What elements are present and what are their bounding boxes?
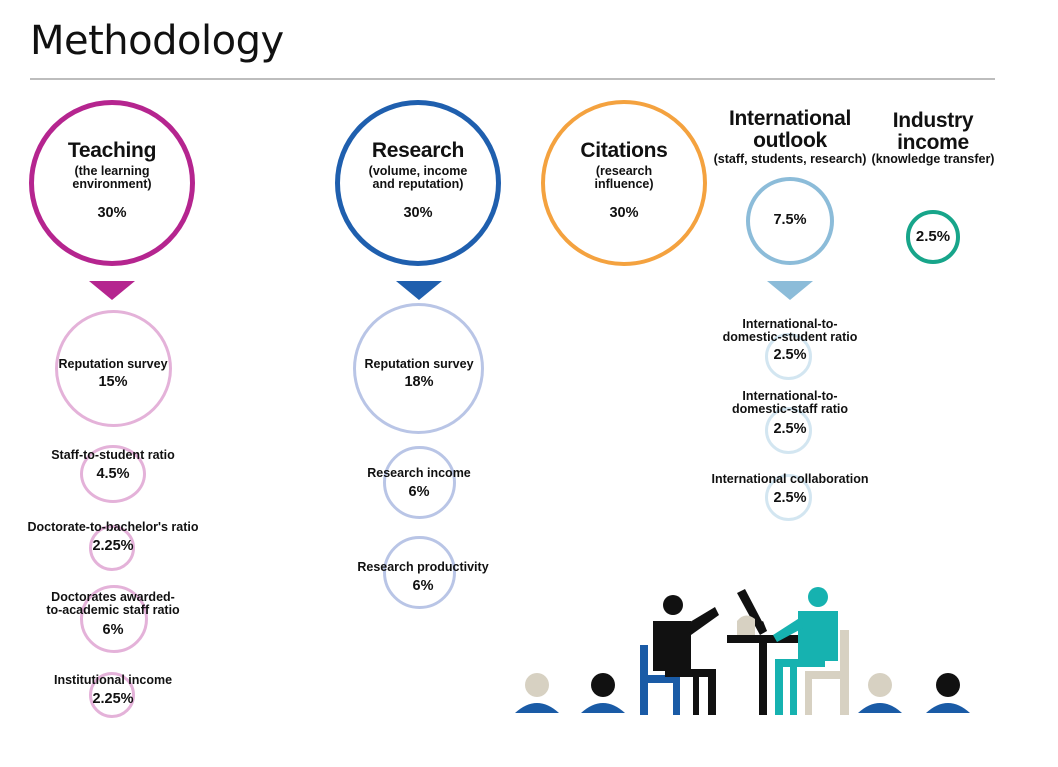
international-weight: 7.5%: [773, 212, 807, 228]
teaching-weight: 30%: [97, 205, 127, 221]
citations-title: Citations: [580, 139, 668, 162]
teaching-circle: [29, 100, 195, 266]
teaching-metric-weight: 2.25%: [92, 538, 134, 554]
international-title: International outlook: [728, 107, 852, 153]
research-arrow-icon: [396, 281, 442, 300]
teaching-metric-weight: 4.5%: [96, 466, 130, 482]
industry-weight: 2.5%: [915, 228, 951, 245]
international-metric-weight: 2.5%: [773, 347, 807, 363]
international-metric-label: International-to- domestic-student ratio: [722, 317, 858, 345]
industry-description: (knowledge transfer): [871, 152, 995, 166]
research-metric-label: Research productivity: [357, 560, 489, 574]
research-metric-circle: [383, 536, 456, 609]
chair-icon: [805, 630, 849, 715]
teaching-metric-weight: 6%: [102, 622, 124, 638]
teaching-metric-circle: [80, 445, 146, 503]
industry-title: Industry income: [892, 109, 974, 155]
teaching-title: Teaching: [67, 139, 157, 162]
international-arrow-icon: [767, 281, 813, 300]
citations-weight: 30%: [609, 205, 639, 221]
research-description: (volume, income and reputation): [368, 164, 468, 192]
chair-icon: [640, 645, 680, 715]
teaching-metric-label: Doctorate-to-bachelor's ratio: [27, 520, 199, 534]
research-metric-label: Reputation survey: [364, 357, 474, 371]
title-divider: [30, 78, 995, 80]
person-figure-icon: [773, 587, 838, 715]
people-illustration: [515, 587, 970, 715]
teaching-metric-circle: [80, 585, 148, 653]
teaching-description: (the learning environment): [72, 164, 152, 192]
teaching-metric-label: Staff-to-student ratio: [51, 448, 175, 462]
teaching-metric-label: Reputation survey: [58, 357, 168, 371]
teaching-metric-weight: 15%: [98, 374, 128, 390]
research-metric-weight: 6%: [412, 578, 434, 594]
international-description: (staff, students, research): [713, 152, 867, 166]
citations-circle: [541, 100, 707, 266]
teaching-metric-circle: [55, 310, 172, 427]
research-weight: 30%: [403, 205, 433, 221]
teaching-metric-circle: [89, 672, 135, 718]
research-title: Research: [371, 139, 465, 162]
teaching-arrow-icon: [89, 281, 135, 300]
page-title: Methodology: [30, 18, 284, 64]
desk-icon: [727, 589, 799, 715]
research-metric-weight: 6%: [408, 484, 430, 500]
presenter-figure-icon: [653, 595, 719, 715]
teaching-metric-label: Institutional income: [53, 673, 173, 687]
international-metric-circle: [765, 333, 812, 380]
research-metric-circle: [383, 446, 456, 519]
international-metric-label: International collaboration: [711, 472, 869, 486]
international-metric-weight: 2.5%: [773, 490, 807, 506]
research-metric-circle: [353, 303, 484, 434]
person-icon: [926, 673, 970, 713]
teaching-metric-weight: 2.25%: [92, 691, 134, 707]
international-circle: [746, 177, 834, 265]
person-icon: [515, 673, 559, 713]
international-metric-label: International-to- domestic-staff ratio: [732, 389, 848, 417]
industry-circle: [906, 210, 960, 264]
teaching-metric-label: Doctorates awarded- to-academic staff ra…: [46, 590, 180, 618]
person-icon: [581, 673, 625, 713]
research-circle: [335, 100, 501, 266]
international-metric-circle: [765, 474, 812, 521]
research-metric-weight: 18%: [404, 374, 434, 390]
research-metric-label: Research income: [367, 466, 471, 480]
person-icon: [858, 673, 902, 713]
citations-description: (research influence): [594, 164, 654, 192]
international-metric-weight: 2.5%: [773, 421, 807, 437]
international-metric-circle: [765, 407, 812, 454]
teaching-metric-circle: [89, 525, 135, 571]
